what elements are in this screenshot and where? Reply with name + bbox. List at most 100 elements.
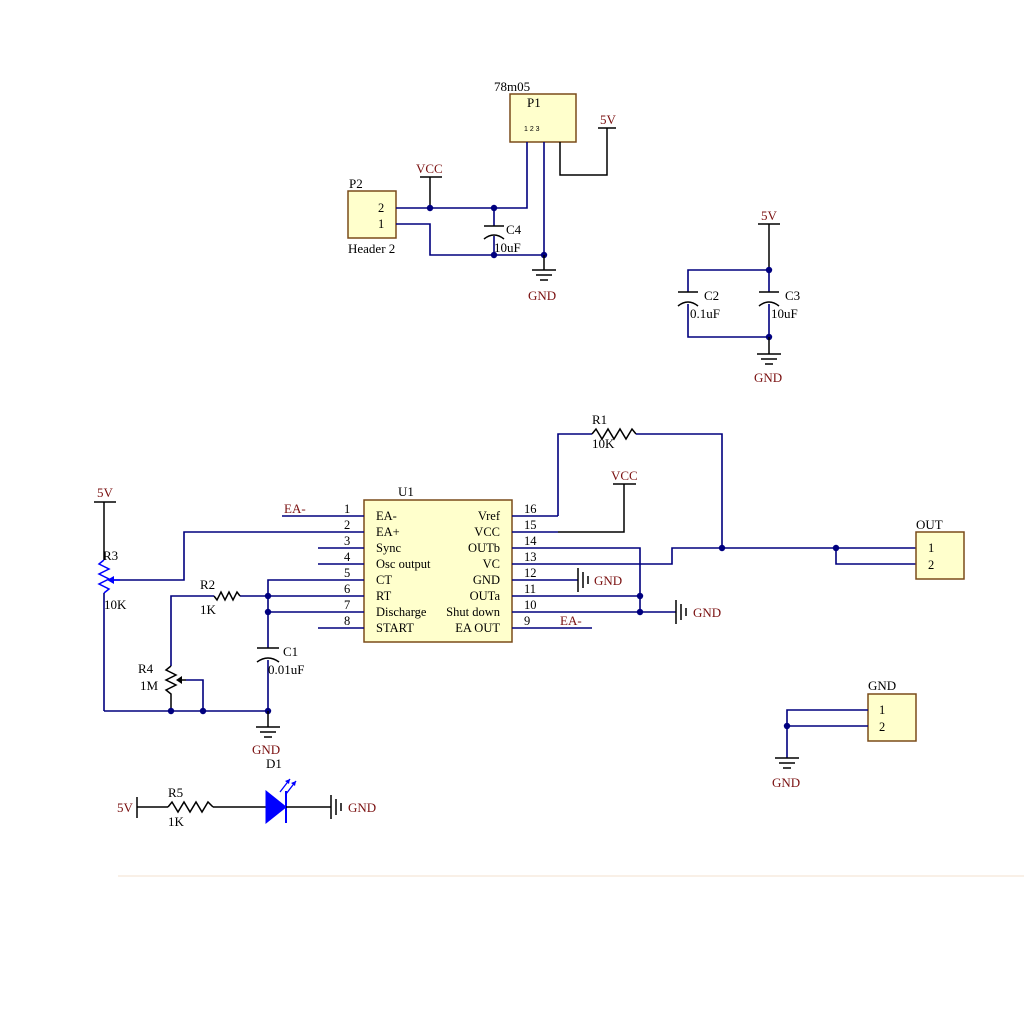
vref-wire: [557, 433, 592, 516]
junction: [264, 608, 272, 616]
r4-ref: R4: [138, 661, 154, 676]
r3-wiper-arrow-icon: [107, 576, 114, 584]
u1-pin-name: EA-: [376, 509, 397, 523]
gnd-connector-wire: [786, 709, 868, 758]
r4-wiper-arrow-icon: [176, 676, 182, 684]
u1-pin-num: 7: [344, 598, 350, 612]
net-label-ea-minus-right: EA-: [560, 613, 582, 628]
u1-pin-name: Discharge: [376, 605, 427, 619]
led-indicator-section: 5V R5 1K D1 GND: [117, 756, 376, 829]
out-connector-ref: OUT: [916, 517, 943, 532]
junction: [718, 544, 726, 552]
junction: [167, 707, 175, 715]
r5-symbol: [167, 800, 214, 814]
c2-symbol: [677, 291, 699, 307]
r4-symbol: [164, 665, 178, 711]
r3-value: 10K: [104, 597, 127, 612]
junction: [832, 544, 840, 552]
u1-right-pins: 16 15 14 13 12 11 10 9 Vref VCC OUTb VC …: [446, 502, 558, 635]
ground-icon: [256, 711, 280, 738]
r4-value: 1M: [140, 678, 159, 693]
c4-value: 10uF: [494, 240, 521, 255]
u1-pin-name: EA OUT: [455, 621, 500, 635]
p2-body: [347, 190, 397, 239]
c2-value: 0.1uF: [690, 306, 720, 321]
u1-pin-name: Sync: [376, 541, 401, 555]
controller-section: U1 1 2 3 4 5 6 7 8 EA- EA+ Sync Osc outp…: [94, 412, 965, 757]
c3-value: 10uF: [771, 306, 798, 321]
u1-pin-num: 14: [524, 534, 537, 548]
v5-label-led: 5V: [117, 800, 134, 815]
gnd-label-rail: GND: [252, 742, 280, 757]
u1-body: [363, 499, 513, 643]
u1-pin-num: 9: [524, 614, 530, 628]
u1-pin-num: 6: [344, 582, 350, 596]
p2-pin-2: 2: [378, 201, 384, 215]
c2-wire: [687, 269, 769, 338]
junction: [636, 592, 644, 600]
junction: [783, 722, 791, 730]
d1-ref: D1: [266, 756, 282, 771]
c4-plate-bottom: [483, 234, 505, 240]
outb-outa-wire: [558, 547, 641, 597]
u1-pin-num: 16: [524, 502, 537, 516]
u1-pin-num: 10: [524, 598, 537, 612]
u1-pin-num: 8: [344, 614, 350, 628]
ground-icon: [757, 337, 781, 365]
u1-left-pin-lines: [318, 515, 364, 629]
vcc-u1-symbol: [558, 483, 636, 533]
p1-5v-wire: [559, 127, 616, 176]
net-label-ea-minus-left: EA-: [284, 501, 306, 516]
gnd-label-pin12: GND: [594, 573, 622, 588]
gnd-label-pin10: GND: [693, 605, 721, 620]
v5-r3-symbol: [94, 501, 116, 560]
vcc-label-top: VCC: [416, 161, 443, 176]
v5-label-r3: 5V: [97, 485, 114, 500]
r1-right-wire: [636, 433, 723, 548]
ground-icon: [675, 600, 687, 624]
p1-5v-label: 5V: [600, 112, 617, 127]
r4-wiper-wire: [186, 679, 204, 711]
gnd-connector-pin-2: 2: [879, 720, 885, 734]
u1-ref: U1: [398, 484, 414, 499]
u1-pin-num: 12: [524, 566, 537, 580]
c1-value: 0.01uF: [268, 662, 304, 677]
gnd-label-connector: GND: [772, 775, 800, 790]
r2-ref: R2: [200, 577, 215, 592]
junction: [490, 204, 498, 212]
c3-symbol: [758, 291, 780, 307]
u1-pin-name: VC: [483, 557, 500, 571]
r1-symbol: [591, 427, 637, 441]
vc-out-wire: [558, 547, 916, 565]
r1-value: 10K: [592, 436, 615, 451]
u1-pin-name: VCC: [474, 525, 500, 539]
u1-pin-name: OUTb: [468, 541, 500, 555]
ground-icon: [577, 568, 589, 592]
u1-pin-name: Shut down: [446, 605, 501, 619]
p1-body: [509, 93, 577, 143]
p2-pin1-wire: [396, 223, 544, 256]
led-icon: [265, 789, 287, 825]
gnd-connector-body: [867, 693, 917, 742]
v5-label-decoup: 5V: [761, 208, 778, 223]
u1-pin-num: 3: [344, 534, 350, 548]
c4-ref: C4: [506, 222, 522, 237]
gnd-label-reg: GND: [528, 288, 556, 303]
c1-symbol: [256, 647, 280, 663]
u1-pin-name: START: [376, 621, 414, 635]
p1-name: 78m05: [494, 79, 530, 94]
junction: [765, 266, 773, 274]
r2-symbol: [213, 590, 241, 602]
u1-pin-num: 4: [344, 550, 351, 564]
u1-pin-name: OUTa: [470, 589, 501, 603]
u1-pin-num: 5: [344, 566, 350, 580]
u1-pin-name: CT: [376, 573, 392, 587]
junction: [490, 251, 498, 259]
c1-ref: C1: [283, 644, 298, 659]
r2-left-wire: [170, 595, 214, 666]
v5-decoup-symbol: [758, 223, 780, 270]
p1-ref: P1: [527, 95, 541, 110]
r3-ref: R3: [103, 548, 118, 563]
u1-left-pins: 1 2 3 4 5 6 7 8 EA- EA+ Sync Osc output …: [318, 502, 431, 635]
